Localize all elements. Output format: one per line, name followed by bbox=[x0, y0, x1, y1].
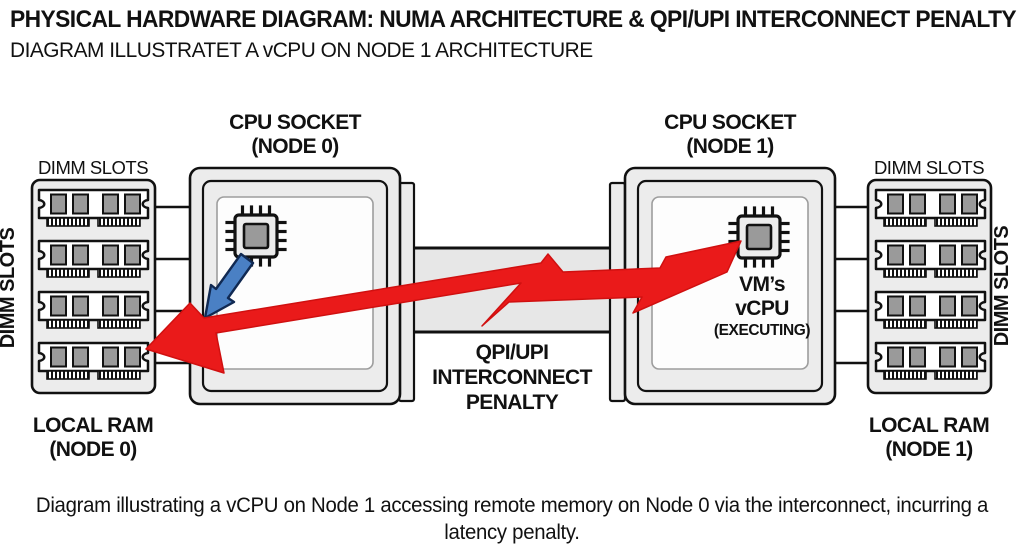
local-ram-label-node0-line1: LOCAL RAM bbox=[33, 414, 153, 437]
page-subtitle: DIAGRAM ILLUSTRATET A vCPU ON NODE 1 ARC… bbox=[10, 38, 593, 62]
local-access-arrow-icon bbox=[203, 252, 255, 320]
dimm-box-node0 bbox=[30, 178, 157, 395]
cpu-chip-icon bbox=[728, 206, 790, 268]
vm-executing-label: (EXECUTING) bbox=[714, 322, 811, 339]
figure-caption: Diagram illustrating a vCPU on Node 1 ac… bbox=[15, 492, 1008, 546]
local-ram-label-node1-line2: (NODE 1) bbox=[885, 438, 972, 461]
dimm-slots-label-node1: DIMM SLOTS bbox=[874, 157, 984, 178]
interconnect-label-line3: PENALTY bbox=[466, 391, 559, 414]
cpu-chip-icon bbox=[225, 205, 287, 267]
cpu-socket-node0 bbox=[188, 166, 402, 406]
figure-caption-line1: Diagram illustrating a vCPU on Node 1 ac… bbox=[35, 494, 989, 517]
interconnect-label-line1: QPI/UPI bbox=[476, 341, 549, 364]
socket-label-node1-line1: CPU SOCKET bbox=[664, 111, 796, 134]
interconnect-label-line2: INTERCONNECT bbox=[432, 366, 592, 389]
vm-vcpu-label-line1: VM’s bbox=[739, 273, 785, 296]
cpu-socket-node1 bbox=[623, 166, 837, 406]
socket-label-node0-line1: CPU SOCKET bbox=[229, 111, 361, 134]
socket-label-node0-line2: (NODE 0) bbox=[251, 135, 338, 158]
local-ram-label-node1-line1: LOCAL RAM bbox=[869, 414, 989, 437]
local-ram-label-node0-line2: (NODE 0) bbox=[49, 438, 136, 461]
page-title: PHYSICAL HARDWARE DIAGRAM: NUMA ARCHITEC… bbox=[10, 6, 1017, 33]
socket-label-node1-line2: (NODE 1) bbox=[686, 135, 773, 158]
qpi-penalty-bolt-icon bbox=[145, 240, 742, 374]
connector-lines-node1 bbox=[833, 205, 871, 365]
dimm-slots-side-label-node0: DIMM SLOTS bbox=[0, 228, 19, 349]
vm-vcpu-label-line2: vCPU bbox=[735, 297, 789, 320]
figure-caption-line2: latency penalty. bbox=[444, 521, 580, 544]
dimm-slots-side-label-node1: DIMM SLOTS bbox=[991, 226, 1013, 347]
dimm-slots-label-node0: DIMM SLOTS bbox=[38, 157, 148, 178]
dimm-box-node1 bbox=[866, 178, 993, 395]
